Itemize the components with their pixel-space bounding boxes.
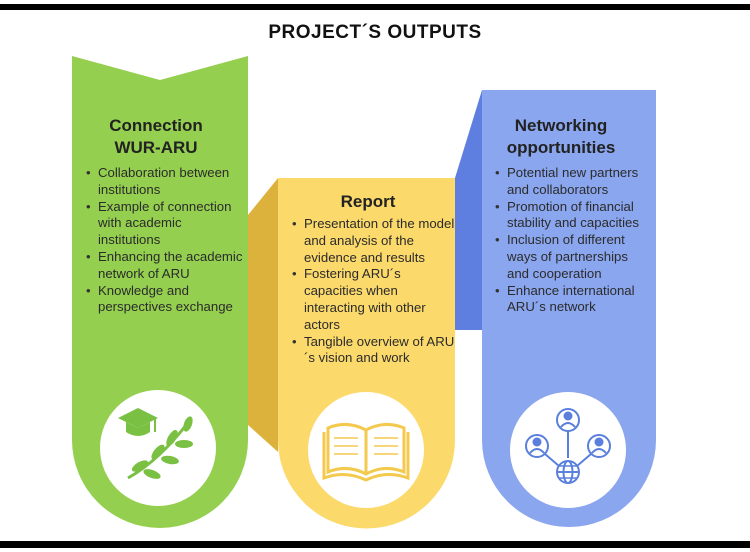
heading-line: WUR-ARU (114, 138, 198, 157)
bottom-rule (0, 541, 750, 548)
bullet-list: Collaboration between institutions Examp… (84, 165, 244, 316)
page-title: PROJECT´S OUTPUTS (268, 22, 482, 43)
list-item: Promotion of financial stability and cap… (495, 199, 653, 233)
list-item: Tangible overview of ARU´s vision and wo… (292, 334, 458, 368)
list-item: Example of connection with academic inst… (86, 199, 244, 249)
graduation-cap-laurel-icon (118, 408, 193, 480)
bullet-list: Presentation of the model and analysis o… (290, 216, 458, 367)
heading-line: Connection (109, 116, 203, 135)
list-item: Enhancing the academic network of ARU (86, 249, 244, 283)
heading-line: Networking (514, 116, 608, 135)
column-heading: Connection WUR-ARU (76, 115, 236, 159)
heading-line: opportunities (506, 138, 616, 157)
heading-line: Report (340, 192, 396, 211)
fold-yellow-to-blue (455, 90, 482, 330)
list-item: Potential new partners and collaborators (495, 165, 653, 199)
top-rule (0, 4, 750, 10)
column-heading: Networking opportunities (481, 115, 641, 159)
list-item: Presentation of the model and analysis o… (292, 216, 458, 266)
open-book-icon (322, 423, 410, 482)
fold-green-to-yellow (248, 178, 278, 452)
list-item: Fostering ARU´s capacities when interact… (292, 266, 458, 333)
list-item: Collaboration between institutions (86, 165, 244, 199)
column-heading: Report (278, 191, 458, 213)
list-item: Enhance international ARU´s network (495, 283, 653, 317)
column-report: Report Presentation of the model and ana… (290, 191, 458, 367)
list-item: Knowledge and perspectives exchange (86, 283, 244, 317)
bullet-list: Potential new partners and collaborators… (493, 165, 653, 316)
column-connection: Connection WUR-ARU Collaboration between… (84, 115, 244, 316)
column-networking: Networking opportunities Potential new p… (493, 115, 653, 316)
list-item: Inclusion of different ways of partnersh… (495, 232, 653, 282)
people-network-globe-icon (525, 408, 611, 484)
